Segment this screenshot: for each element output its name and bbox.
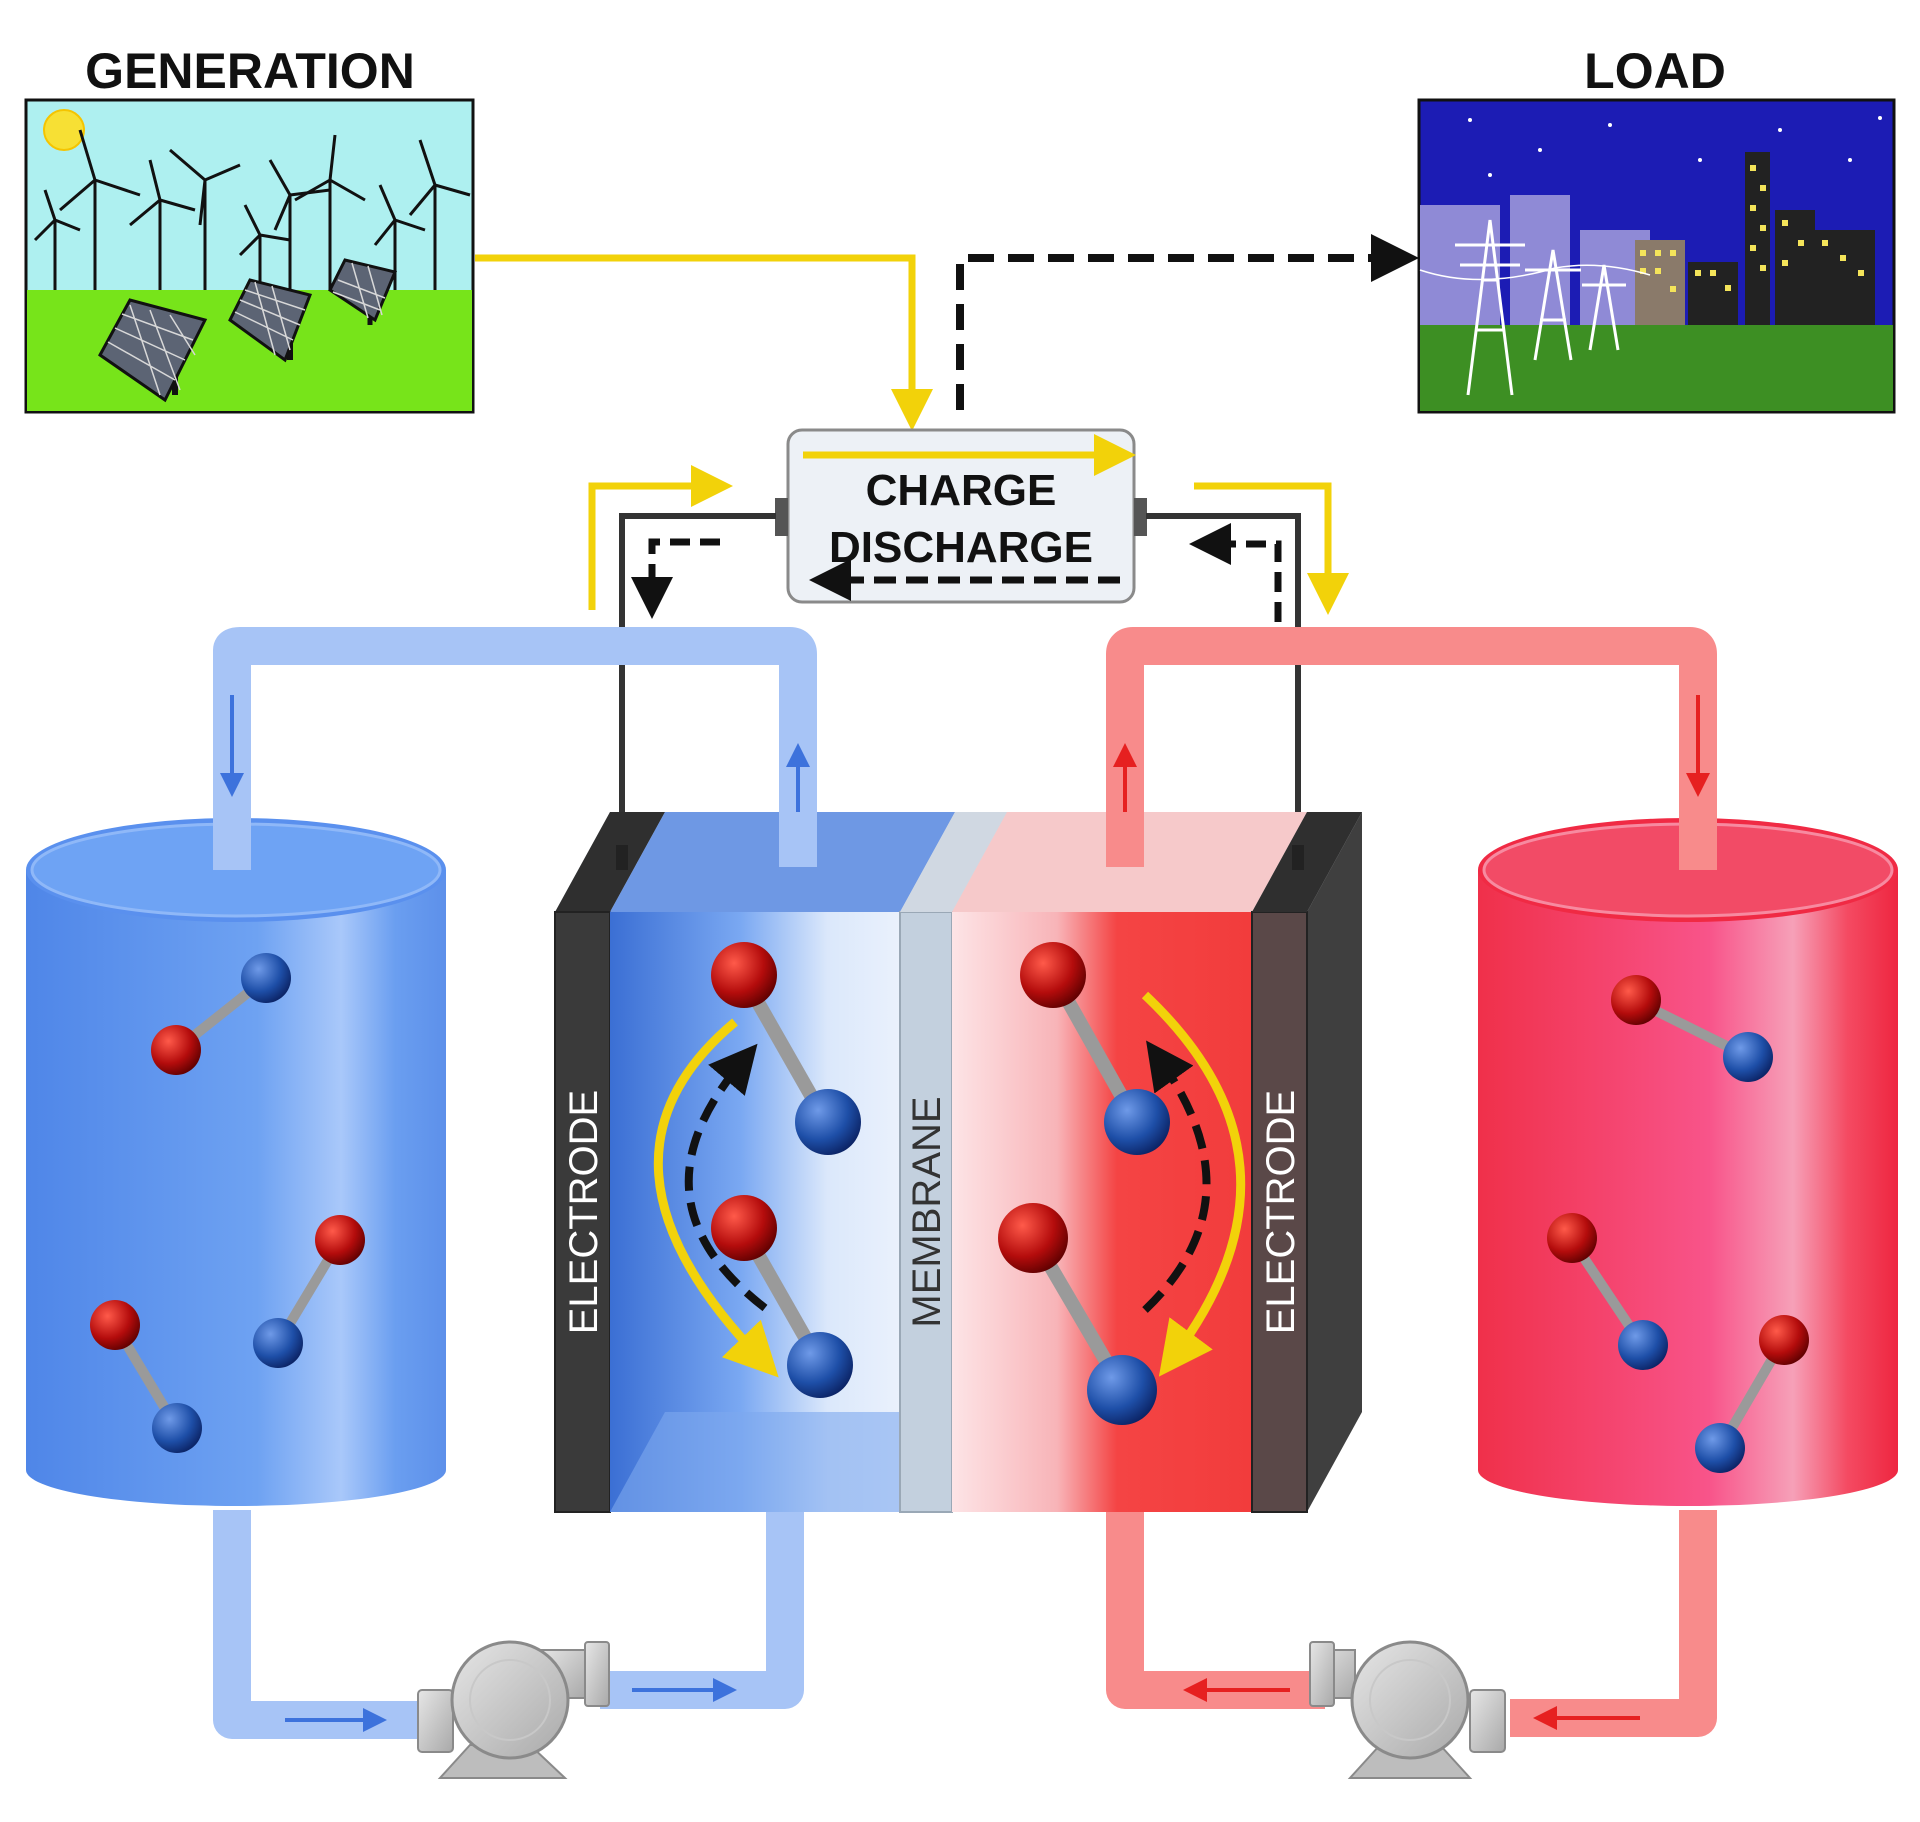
load-title: LOAD (1584, 43, 1726, 99)
molecule (711, 1195, 853, 1398)
posolyte-tank (1478, 800, 1898, 1506)
cell-discharge-arrow-left (684, 1043, 768, 1312)
discharge-arrow-right (1189, 523, 1282, 622)
molecule (998, 1203, 1157, 1425)
discharge-label: DISCHARGE (829, 523, 1093, 572)
sun-icon (43, 109, 85, 151)
cell-discharge-arrow-right (1142, 1040, 1211, 1313)
negolyte-pump (417, 1640, 610, 1779)
wind-turbines (33, 129, 471, 290)
charge-label: CHARGE (866, 466, 1057, 515)
generation-title: GENERATION (85, 43, 415, 99)
stars (1468, 116, 1882, 177)
load-panel (1417, 98, 1896, 414)
posolyte-pump (1309, 1640, 1506, 1779)
left-electrode (555, 812, 665, 912)
cell-charge-arrow-left (653, 1018, 779, 1378)
discharge-to-load-arrow (956, 234, 1419, 410)
right-electrode (1251, 911, 1308, 1513)
negolyte-tank (26, 800, 446, 1506)
membrane-label: MEMBRANE (905, 1096, 949, 1327)
charge-discharge-controller: CHARGE DISCHARGE (775, 428, 1147, 604)
molecule (151, 953, 291, 1075)
molecule (1020, 942, 1170, 1155)
molecule (1547, 1213, 1668, 1370)
electrode-wires (619, 513, 1301, 855)
molecule (253, 1215, 365, 1368)
molecules (90, 942, 1809, 1473)
solar-panels (98, 258, 398, 403)
charge-arrow-right (1194, 482, 1349, 615)
right-electrode-label: ELECTRODE (1259, 1090, 1303, 1335)
generation-feed-arrow (475, 254, 933, 431)
molecule (90, 1300, 202, 1453)
discharge-arrow-left (631, 538, 720, 619)
molecule (711, 942, 861, 1155)
generation-panel (24, 98, 475, 414)
left-electrode-label: ELECTRODE (562, 1090, 606, 1335)
charge-arrow-left (588, 465, 733, 610)
power-towers (1419, 219, 1651, 396)
molecule (1695, 1315, 1809, 1473)
molecule (1611, 975, 1773, 1082)
